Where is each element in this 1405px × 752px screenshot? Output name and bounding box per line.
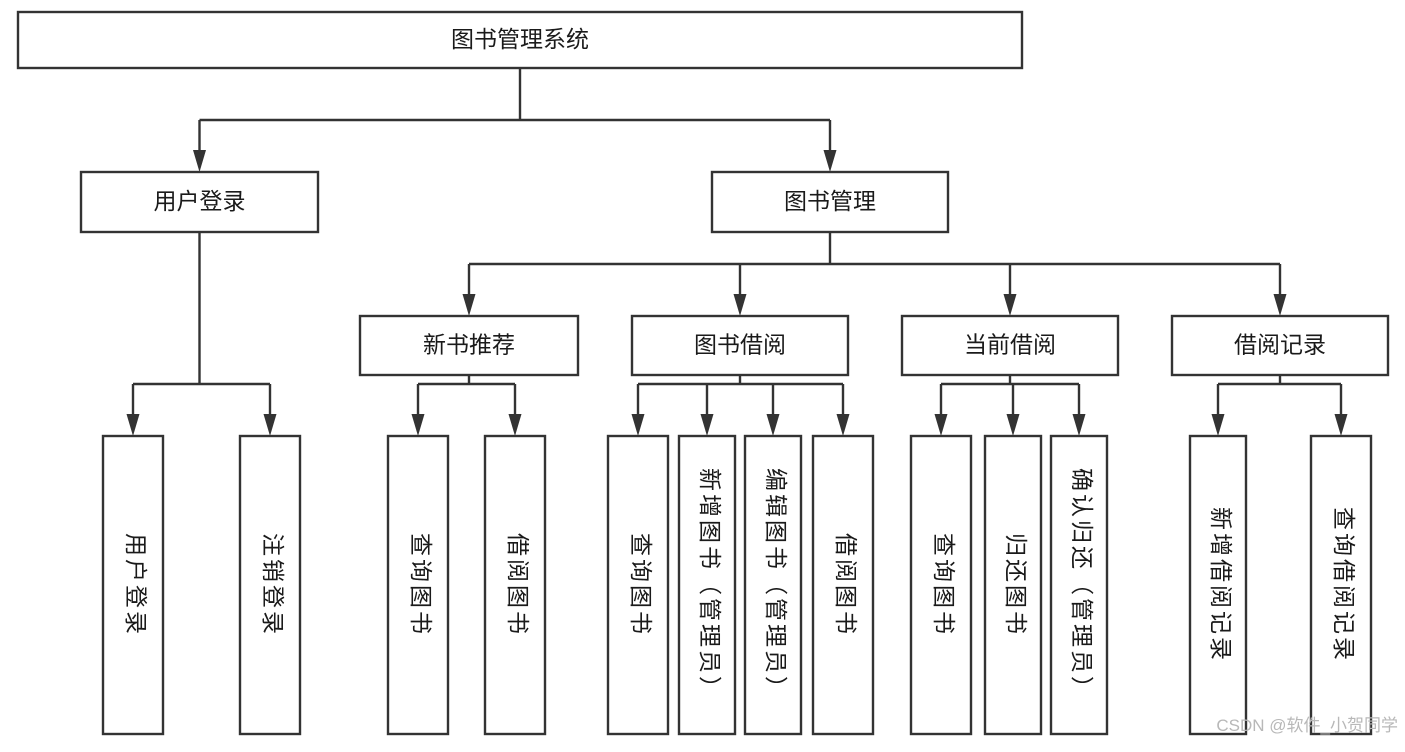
node-label-current-borrow: 当前借阅 bbox=[964, 332, 1056, 358]
node-label-leaf-edit-book: 编辑图书（管理员） bbox=[763, 468, 789, 702]
node-label-leaf-add-record: 新增借阅记录 bbox=[1208, 507, 1234, 663]
node-layer: 图书管理系统用户登录图书管理新书推荐图书借阅当前借阅借阅记录用户登录注销登录查询… bbox=[16, 10, 1390, 736]
node-label-leaf-borrow-book-2: 借阅图书 bbox=[833, 533, 859, 637]
node-box-leaf-query-book-1[interactable] bbox=[386, 434, 450, 736]
node-label-leaf-query-book-3: 查询图书 bbox=[931, 533, 957, 637]
node-book-borrow[interactable]: 图书借阅 bbox=[630, 314, 850, 377]
node-box-leaf-add-book[interactable] bbox=[677, 434, 737, 736]
arrow-head-icon bbox=[1072, 414, 1086, 436]
arrow-head-icon bbox=[836, 414, 850, 436]
node-current-borrow[interactable]: 当前借阅 bbox=[900, 314, 1120, 377]
node-box-user-login[interactable] bbox=[79, 170, 320, 234]
csdn-watermark: CSDN @软件_小贺同学 bbox=[1216, 716, 1398, 735]
arrow-head-icon bbox=[1006, 414, 1020, 436]
node-leaf-confirm-return[interactable]: 确认归还（管理员） bbox=[1049, 434, 1109, 736]
arrow-head-icon bbox=[1334, 414, 1348, 436]
arrow-head-icon bbox=[1273, 294, 1287, 316]
node-label-book-borrow: 图书借阅 bbox=[694, 332, 786, 358]
connector-group-book-manage bbox=[462, 232, 1287, 316]
node-user-login[interactable]: 用户登录 bbox=[79, 170, 320, 234]
node-label-leaf-borrow-book-1: 借阅图书 bbox=[505, 533, 531, 637]
node-label-user-login: 用户登录 bbox=[154, 188, 246, 214]
connector-group-root bbox=[193, 68, 837, 172]
connector-group-book-borrow bbox=[631, 375, 850, 436]
node-leaf-edit-book[interactable]: 编辑图书（管理员） bbox=[743, 434, 803, 736]
node-book-manage[interactable]: 图书管理 bbox=[710, 170, 950, 234]
node-box-leaf-edit-book[interactable] bbox=[743, 434, 803, 736]
node-box-root[interactable] bbox=[16, 10, 1024, 70]
node-label-book-manage: 图书管理 bbox=[784, 188, 876, 214]
node-box-leaf-add-record[interactable] bbox=[1188, 434, 1248, 736]
node-root[interactable]: 图书管理系统 bbox=[16, 10, 1024, 70]
node-box-leaf-user-login[interactable] bbox=[101, 434, 165, 736]
node-box-leaf-confirm-return[interactable] bbox=[1049, 434, 1109, 736]
node-box-borrow-record[interactable] bbox=[1170, 314, 1390, 377]
node-box-book-borrow[interactable] bbox=[630, 314, 850, 377]
arrow-head-icon bbox=[700, 414, 714, 436]
node-box-leaf-borrow-book-1[interactable] bbox=[483, 434, 547, 736]
node-box-leaf-logout-login[interactable] bbox=[238, 434, 302, 736]
node-leaf-return-book[interactable]: 归还图书 bbox=[983, 434, 1043, 736]
arrow-head-icon bbox=[1211, 414, 1225, 436]
node-box-new-book-rec[interactable] bbox=[358, 314, 580, 377]
node-box-leaf-query-book-3[interactable] bbox=[909, 434, 973, 736]
node-label-leaf-confirm-return: 确认归还（管理员） bbox=[1069, 468, 1095, 702]
node-box-leaf-query-book-2[interactable] bbox=[606, 434, 670, 736]
node-leaf-query-book-3[interactable]: 查询图书 bbox=[909, 434, 973, 736]
connector-group-borrow-record bbox=[1211, 375, 1348, 436]
node-leaf-borrow-book-1[interactable]: 借阅图书 bbox=[483, 434, 547, 736]
node-label-leaf-query-record: 查询借阅记录 bbox=[1331, 507, 1357, 663]
node-leaf-query-book-1[interactable]: 查询图书 bbox=[386, 434, 450, 736]
node-label-borrow-record: 借阅记录 bbox=[1234, 332, 1326, 358]
node-label-leaf-query-book-2: 查询图书 bbox=[628, 533, 654, 637]
node-borrow-record[interactable]: 借阅记录 bbox=[1170, 314, 1390, 377]
arrow-head-icon bbox=[508, 414, 522, 436]
arrow-head-icon bbox=[411, 414, 425, 436]
node-box-leaf-return-book[interactable] bbox=[983, 434, 1043, 736]
node-box-current-borrow[interactable] bbox=[900, 314, 1120, 377]
arrow-head-icon bbox=[263, 414, 277, 436]
connector-layer bbox=[126, 68, 1348, 436]
node-leaf-user-login[interactable]: 用户登录 bbox=[101, 434, 165, 736]
node-label-root: 图书管理系统 bbox=[451, 26, 589, 52]
node-leaf-query-book-2[interactable]: 查询图书 bbox=[606, 434, 670, 736]
node-label-leaf-query-book-1: 查询图书 bbox=[408, 533, 434, 637]
arrow-head-icon bbox=[126, 414, 140, 436]
node-new-book-rec[interactable]: 新书推荐 bbox=[358, 314, 580, 377]
connector-group-new-book-rec bbox=[411, 375, 522, 436]
node-leaf-logout-login[interactable]: 注销登录 bbox=[238, 434, 302, 736]
node-box-leaf-borrow-book-2[interactable] bbox=[811, 434, 875, 736]
arrow-head-icon bbox=[766, 414, 780, 436]
node-label-new-book-rec: 新书推荐 bbox=[423, 332, 515, 358]
arrow-head-icon bbox=[462, 294, 476, 316]
arrow-head-icon bbox=[631, 414, 645, 436]
node-leaf-query-record[interactable]: 查询借阅记录 bbox=[1309, 434, 1373, 736]
arrow-head-icon bbox=[1003, 294, 1017, 316]
node-leaf-borrow-book-2[interactable]: 借阅图书 bbox=[811, 434, 875, 736]
node-leaf-add-book[interactable]: 新增图书（管理员） bbox=[677, 434, 737, 736]
node-label-leaf-logout-login: 注销登录 bbox=[260, 533, 286, 637]
node-box-book-manage[interactable] bbox=[710, 170, 950, 234]
connector-group-user-login bbox=[126, 232, 277, 436]
arrow-head-icon bbox=[733, 294, 747, 316]
node-leaf-add-record[interactable]: 新增借阅记录 bbox=[1188, 434, 1248, 736]
arrow-head-icon bbox=[934, 414, 948, 436]
node-box-leaf-query-record[interactable] bbox=[1309, 434, 1373, 736]
arrow-head-icon bbox=[823, 150, 837, 172]
arrow-head-icon bbox=[193, 150, 206, 172]
node-label-leaf-return-book: 归还图书 bbox=[1003, 533, 1029, 637]
connector-group-current-borrow bbox=[934, 375, 1086, 436]
node-label-leaf-user-login: 用户登录 bbox=[123, 533, 149, 637]
node-label-leaf-add-book: 新增图书（管理员） bbox=[697, 468, 723, 702]
